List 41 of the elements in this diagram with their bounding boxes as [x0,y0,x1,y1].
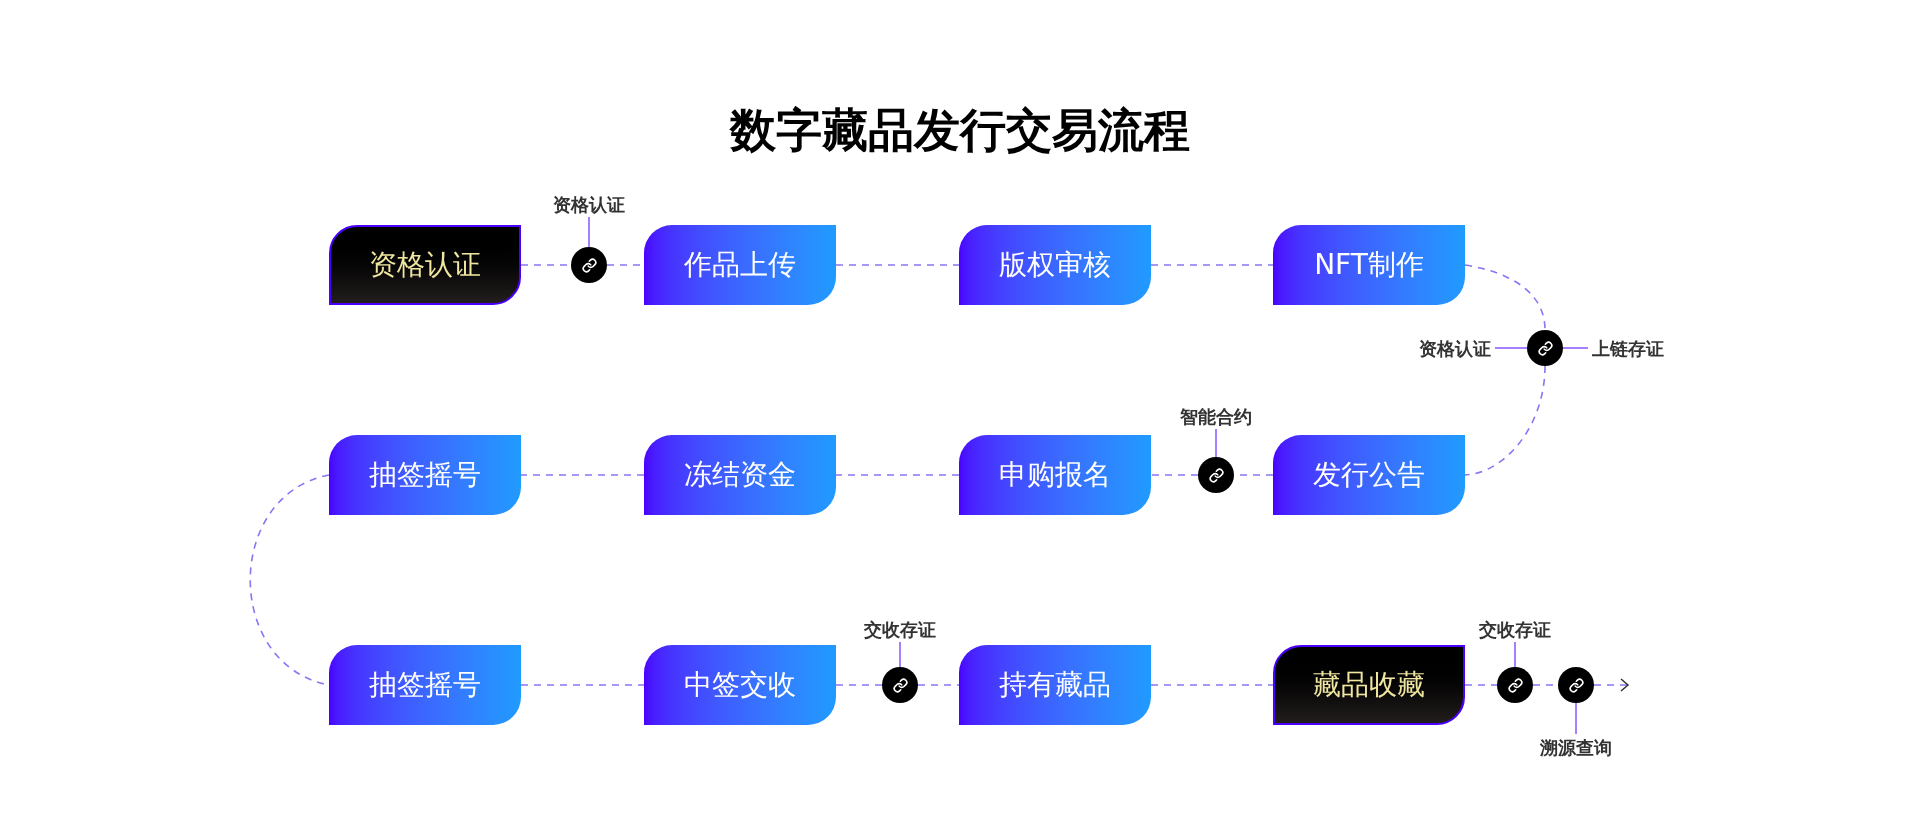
leader-line [1494,347,1528,349]
step-note: 交收存证 [1475,616,1555,642]
process-box: 版权审核 [959,225,1151,305]
diagram-title: 数字藏品发行交易流程 [730,102,1190,159]
flow-connector [835,474,960,476]
step-note: 资格认证 [549,191,629,217]
flow-connector [249,474,330,686]
flow-connector [835,264,960,266]
flow-connector [520,474,645,476]
leader-line [1575,702,1577,735]
flow-connector [520,684,645,686]
flow-connector [1150,474,1199,476]
step-note: 上链存证 [1588,335,1668,361]
process-box: 申购报名 [959,435,1151,515]
flow-connector [1593,678,1629,692]
flow-connector [1464,684,1498,686]
process-box: 抽签摇号 [329,645,521,725]
process-box: 发行公告 [1273,435,1465,515]
step-note: 资格认证 [1415,335,1495,361]
process-box: 持有藏品 [959,645,1151,725]
process-box: 藏品收藏 [1273,645,1465,725]
flow-connector [1464,365,1546,476]
flow-connector [1464,264,1546,331]
process-box: 作品上传 [644,225,836,305]
process-box: 冻结资金 [644,435,836,515]
flow-connector [835,684,883,686]
process-box: 资格认证 [329,225,521,305]
leader-line [899,641,901,668]
step-note: 交收存证 [860,616,940,642]
leader-line [588,216,590,248]
process-box: NFT制作 [1273,225,1465,305]
leader-line [1215,428,1217,458]
process-box: 中签交收 [644,645,836,725]
leader-line [1562,347,1589,349]
process-box: 抽签摇号 [329,435,521,515]
leader-line [1514,641,1516,668]
flow-connector [1150,264,1274,266]
flow-connector [1150,684,1274,686]
flow-connector [917,684,960,686]
step-note: 智能合约 [1176,403,1256,429]
step-note: 溯源查询 [1536,734,1616,760]
